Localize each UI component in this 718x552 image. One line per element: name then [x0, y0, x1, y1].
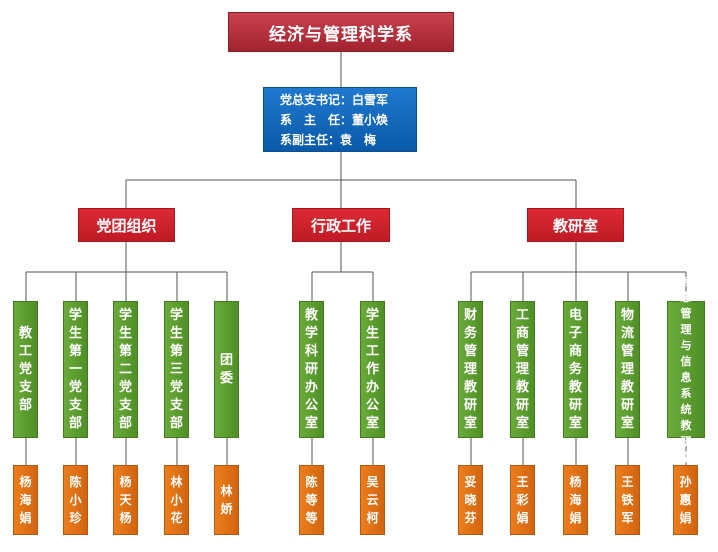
- unit-name: 学生工作办公室: [365, 307, 379, 431]
- head-name: 陈小珍: [69, 475, 82, 525]
- unit-box: 电子商务教研室: [563, 301, 588, 438]
- unit-box: 信息管理与信息系统教研室: [667, 275, 705, 464]
- head-name: 杨天杨: [119, 475, 132, 525]
- leadership-box: 党总支书记：白雪军 系 主 任：董小焕 系副主任：袁 梅: [263, 87, 417, 152]
- department-title: 经济与管理科学系: [269, 24, 413, 45]
- unit-name: 物流管理教研室: [620, 307, 634, 431]
- head-box: 王彩娟: [510, 465, 535, 535]
- head-box: 妥晓芬: [458, 465, 483, 535]
- leader-party-secretary: 党总支书记：白雪军: [280, 92, 389, 107]
- unit-box: 团委: [214, 301, 239, 438]
- head-box: 杨海娟: [13, 465, 38, 535]
- head-box: 陈小珍: [63, 465, 88, 535]
- leader-director: 系 主 任：董小焕: [280, 112, 389, 127]
- head-box: 林娇: [214, 465, 239, 535]
- unit-box: 教工党支部: [13, 301, 38, 438]
- unit-name: 教学科研办公室: [304, 307, 318, 431]
- unit-box: 学生第二党支部: [113, 301, 138, 438]
- leader-deputy-director: 系副主任：袁 梅: [280, 132, 377, 147]
- group-box-party: 党团组织: [78, 208, 175, 242]
- head-name: 吴云柯: [366, 475, 379, 525]
- unit-name: 团委: [219, 352, 233, 386]
- unit-name: 学生第二党支部: [118, 307, 132, 431]
- unit-box: 工商管理教研室: [510, 301, 535, 438]
- unit-box: 教学科研办公室: [299, 301, 324, 438]
- head-box: 杨海娟: [563, 465, 588, 535]
- head-name: 孙惠娟: [679, 475, 692, 525]
- unit-box: 财务管理教研室: [458, 301, 483, 438]
- unit-box: 物流管理教研室: [615, 301, 640, 438]
- head-box: 林小花: [164, 465, 189, 535]
- group-label: 党团组织: [96, 216, 157, 235]
- head-name: 王铁军: [621, 475, 634, 525]
- head-name: 杨海娟: [569, 475, 582, 525]
- unit-name: 教工党支部: [18, 325, 32, 413]
- head-box: 吴云柯: [360, 465, 385, 535]
- head-name: 王彩娟: [516, 475, 529, 525]
- department-title-box: 经济与管理科学系: [228, 12, 454, 52]
- head-name: 陈等等: [305, 475, 318, 525]
- head-box: 孙惠娟: [673, 465, 698, 535]
- head-name: 林小花: [170, 475, 183, 525]
- group-label: 教研室: [552, 216, 598, 235]
- unit-name: 学生第三党支部: [169, 307, 183, 431]
- unit-name: 财务管理教研室: [463, 307, 477, 431]
- unit-name: 电子商务教研室: [568, 307, 582, 431]
- head-name: 林娇: [220, 484, 233, 516]
- group-box-admin: 行政工作: [292, 208, 390, 242]
- head-name: 杨海娟: [19, 475, 32, 525]
- unit-box: 学生工作办公室: [360, 301, 385, 438]
- head-box: 陈等等: [299, 465, 324, 535]
- head-name: 妥晓芬: [464, 475, 477, 525]
- unit-box: 学生第一党支部: [63, 301, 88, 438]
- unit-name: 工商管理教研室: [515, 307, 529, 431]
- unit-name: 学生第一党支部: [68, 307, 82, 431]
- unit-name: 信息管理与信息系统教研室: [680, 274, 692, 464]
- group-box-teaching: 教研室: [527, 208, 624, 242]
- head-box: 王铁军: [615, 465, 640, 535]
- group-label: 行政工作: [310, 216, 371, 235]
- unit-box: 学生第三党支部: [164, 301, 189, 438]
- head-box: 杨天杨: [113, 465, 138, 535]
